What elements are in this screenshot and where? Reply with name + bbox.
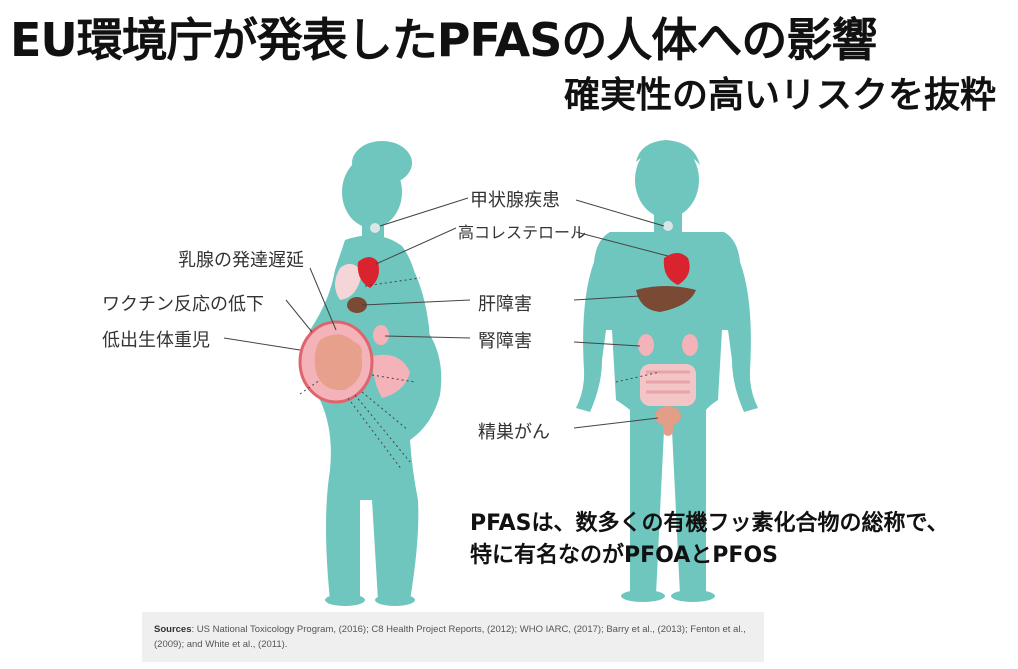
label-high-cholesterol: 高コレステロール <box>458 223 587 242</box>
woman-thyroid <box>370 223 380 233</box>
dashed-connectors <box>299 277 661 471</box>
sources-label: Sources <box>154 624 192 635</box>
label-vaccine-response: ワクチン反応の低下 <box>102 294 264 315</box>
pfas-note-line1: PFASは、数多くの有機フッ素化合物の総称で、 <box>470 511 949 536</box>
man-liver <box>636 286 696 312</box>
label-mammary-delay: 乳腺の発達遅延 <box>178 250 304 271</box>
woman-kidney <box>373 325 389 345</box>
connector-lines <box>223 197 669 429</box>
man-testes <box>655 406 681 426</box>
woman-intestine <box>372 354 410 398</box>
label-low-birth-weight: 低出生体重児 <box>102 330 210 351</box>
pfas-note-line2: 特に有名なのがPFOAとPFOS <box>470 543 778 568</box>
breast-tissue <box>335 263 362 300</box>
man-intestine <box>640 364 696 406</box>
label-thyroid-disease: 甲状腺疾患 <box>470 190 560 211</box>
sources-text: : US National Toxicology Program, (2016)… <box>154 624 746 650</box>
page-subtitle: 確実性の高いリスクを抜粋 <box>563 75 996 116</box>
pfas-note: PFASは、数多くの有機フッ素化合物の総称で、 特に有名なのがPFOAとPFOS <box>470 508 949 572</box>
woman-heart <box>357 257 379 288</box>
woman-liver <box>347 297 367 313</box>
man-kidney-left <box>638 334 654 356</box>
sources-box: Sources: US National Toxicology Program,… <box>142 612 764 662</box>
label-kidney-damage: 腎障害 <box>478 331 532 352</box>
man-thyroid <box>663 221 673 231</box>
label-testicular-cancer: 精巣がん <box>478 422 550 443</box>
page-title: EU環境庁が発表したPFASの人体への影響 <box>10 13 877 67</box>
man-kidney-right <box>682 334 698 356</box>
label-liver-damage: 肝障害 <box>478 294 532 315</box>
man-heart <box>663 253 690 285</box>
